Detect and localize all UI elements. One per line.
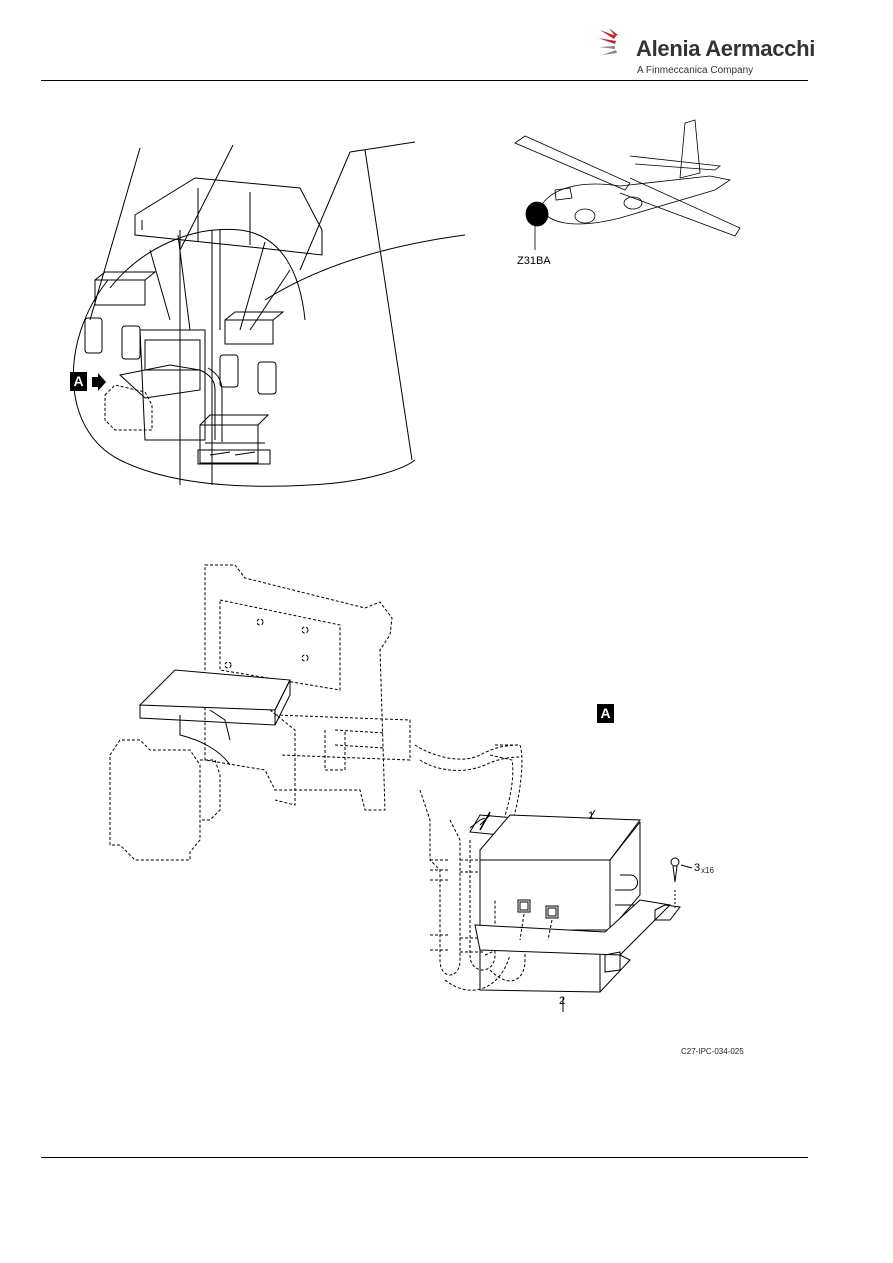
detail-a-tag-top: A: [70, 372, 87, 391]
arrow-right-icon: [92, 373, 106, 391]
callout-item-2: 2: [559, 995, 566, 1007]
footer-rule: [41, 1157, 808, 1158]
detail-a-illustration: [109, 564, 693, 1012]
callout-item-3-qty: x16: [701, 866, 714, 875]
detail-a-tag: A: [597, 704, 614, 723]
brand-name: Alenia Aermacchi: [636, 36, 816, 61]
brand-logo-icon: [598, 28, 618, 55]
callout-item-1: 1: [588, 810, 595, 822]
figure-ref: C27-IPC-034-025: [681, 1047, 744, 1056]
callout-item-3: 3: [694, 862, 701, 874]
cockpit-illustration: [73, 141, 466, 487]
zone-label: Z31BA: [517, 255, 551, 267]
brand-subtitle: A Finmeccanica Company: [637, 65, 754, 76]
aircraft-locator: [514, 119, 741, 250]
header-rule: [41, 80, 808, 81]
